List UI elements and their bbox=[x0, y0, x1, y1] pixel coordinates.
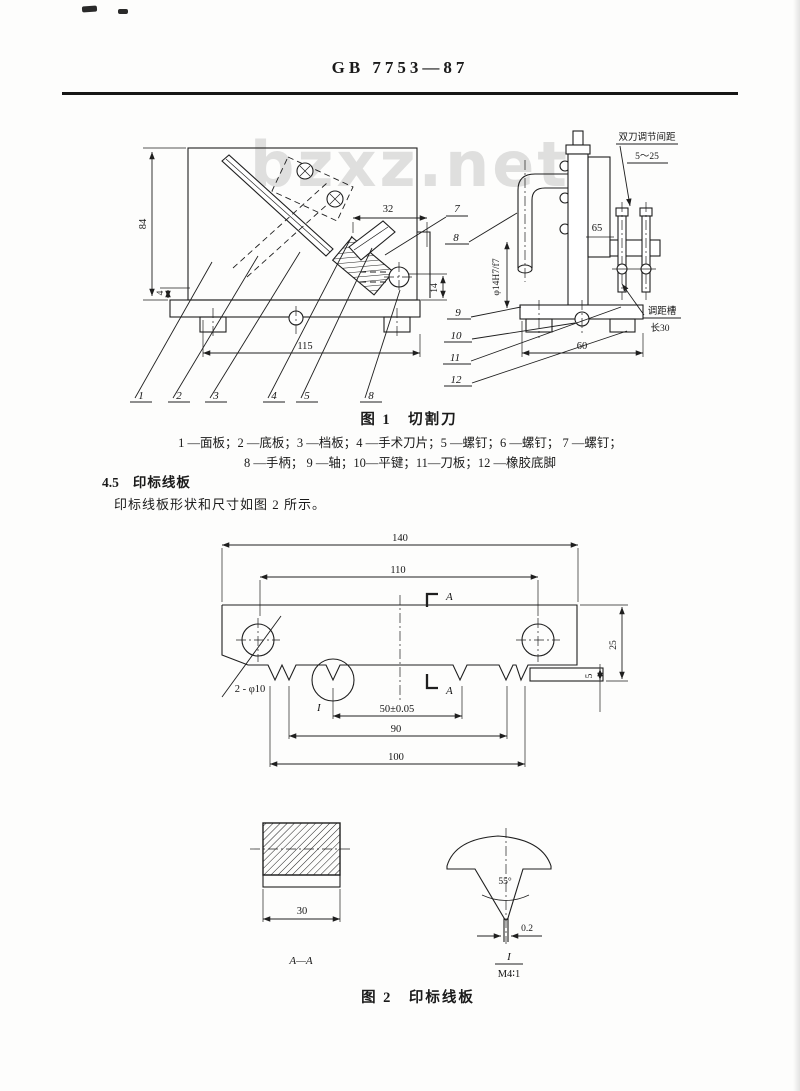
section-number: 4.5 bbox=[102, 475, 119, 490]
hole-left bbox=[236, 618, 280, 662]
part-leader-3: 3 bbox=[212, 390, 219, 402]
dim-14: 14 bbox=[430, 283, 440, 293]
dim-84: 84 bbox=[138, 218, 149, 229]
groove-profile bbox=[446, 835, 552, 921]
dim-140: 140 bbox=[392, 533, 408, 544]
section-heading: 4.5 印标线板 bbox=[102, 471, 191, 491]
angle-arc bbox=[481, 894, 530, 901]
detail-label-numerator: I bbox=[506, 951, 512, 963]
figure1-parts-line2: 8 —手柄； 9 —轴；10—平键；11—刀板；12 —橡胶底脚 bbox=[243, 456, 557, 470]
section-letter-top: A bbox=[445, 591, 453, 603]
rubber-foot bbox=[609, 318, 636, 333]
scalpel-blade bbox=[348, 220, 396, 261]
fig1-side-part-leaders: 8 9 10 11 12 bbox=[443, 212, 628, 387]
handle-tube bbox=[517, 160, 568, 282]
section-title: 印标线板 bbox=[132, 475, 191, 490]
section-letter-bottom: A bbox=[445, 685, 453, 697]
part-leader-12: 12 bbox=[451, 374, 463, 386]
marking-plate-outline bbox=[221, 604, 578, 682]
scan-edge-shadow bbox=[793, 0, 800, 1091]
clamp-mount bbox=[417, 231, 431, 298]
holes-leader bbox=[221, 615, 282, 698]
twin-blades bbox=[612, 202, 656, 300]
fig2-detail-view: 55° 0.2 I M4∶1 bbox=[446, 828, 552, 980]
fig2-main-view: 140 110 A A 2 - φ10 I 50±0.05 90 bbox=[221, 533, 628, 767]
column bbox=[567, 153, 589, 306]
screw bbox=[326, 190, 344, 208]
dim-32: 32 bbox=[383, 204, 394, 215]
dim-angle: 55° bbox=[498, 876, 512, 887]
fig1-side-dimensions: 双刀调节间距 5～25 65 φ14H7/f7 调距槽 长30 60 8 bbox=[443, 131, 681, 387]
note-blade-gap-value: 5～25 bbox=[635, 152, 659, 162]
section-caption: A—A bbox=[288, 955, 313, 967]
adjust-screw bbox=[572, 130, 584, 146]
dim-100: 100 bbox=[388, 752, 404, 763]
dim-65: 65 bbox=[592, 223, 603, 234]
dim-25: 25 bbox=[609, 640, 619, 650]
section-mark-top bbox=[425, 592, 438, 607]
part-leader-2: 2 bbox=[176, 390, 182, 402]
side-plate bbox=[587, 156, 611, 258]
dim-5: 5 bbox=[585, 673, 595, 678]
section-mark-bottom bbox=[425, 674, 438, 690]
section-strip bbox=[262, 874, 341, 888]
guide-plate-hidden bbox=[271, 156, 354, 222]
dim-30: 30 bbox=[297, 906, 308, 917]
part-leader-7: 7 bbox=[454, 203, 460, 215]
section-body: 印标线板形状和尺寸如图 2 所示。 bbox=[114, 497, 327, 512]
part-leader-10: 10 bbox=[451, 330, 463, 342]
figure2-caption: 图 2 印标线板 bbox=[361, 990, 475, 1006]
knife-path-hidden bbox=[232, 182, 328, 269]
handle-knob bbox=[384, 262, 414, 292]
detail-letter: I bbox=[316, 702, 322, 714]
part-leader-11: 11 bbox=[450, 352, 460, 364]
dim-110: 110 bbox=[390, 565, 405, 576]
header-rule bbox=[62, 92, 738, 95]
dim-50: 50±0.05 bbox=[380, 704, 415, 715]
dim-holes: 2 - φ10 bbox=[235, 684, 266, 695]
dim-90: 90 bbox=[391, 724, 402, 735]
part-leader-5: 5 bbox=[304, 390, 310, 402]
screw bbox=[296, 162, 314, 180]
fig1-part-leaders: 1 2 3 4 5 8 bbox=[130, 235, 401, 403]
figure1-parts-line1: 1 —面板；2 —底板；3 —档板；4 —手术刀片；5 —螺钉；6 —螺钉； 7… bbox=[178, 436, 622, 450]
fig1-front-view bbox=[169, 147, 431, 338]
edge-tab bbox=[529, 667, 604, 682]
part-leader-8: 8 bbox=[368, 390, 374, 402]
page-title: GB 7753—87 bbox=[331, 58, 469, 77]
dim-115: 115 bbox=[297, 341, 312, 352]
note-blade-gap-leader bbox=[619, 145, 632, 207]
dim-tip: 0.2 bbox=[521, 924, 533, 934]
dim-shaft: φ14H7/f7 bbox=[491, 258, 502, 295]
dim-4: 4 bbox=[156, 290, 166, 295]
scan-artifact bbox=[118, 9, 128, 14]
part-leader-1: 1 bbox=[138, 390, 144, 402]
part-leader-4: 4 bbox=[271, 390, 277, 402]
fig1-front-dimensions: 84 4 115 32 14 7 1 bbox=[130, 147, 468, 403]
fig2-section-view: 30 A—A bbox=[250, 822, 353, 967]
note-slot-leader bbox=[621, 283, 645, 316]
note-slot-title: 调距槽 bbox=[648, 305, 677, 317]
part-leader-8: 8 bbox=[453, 232, 459, 244]
figure1-caption: 图 1 切割刀 bbox=[360, 412, 458, 428]
note-slot-value: 长30 bbox=[650, 322, 669, 334]
note-blade-gap-title: 双刀调节间距 bbox=[618, 131, 676, 143]
hole-right bbox=[516, 618, 560, 662]
part-leader-9: 9 bbox=[455, 307, 461, 319]
detail-label-denominator: M4∶1 bbox=[498, 969, 521, 980]
